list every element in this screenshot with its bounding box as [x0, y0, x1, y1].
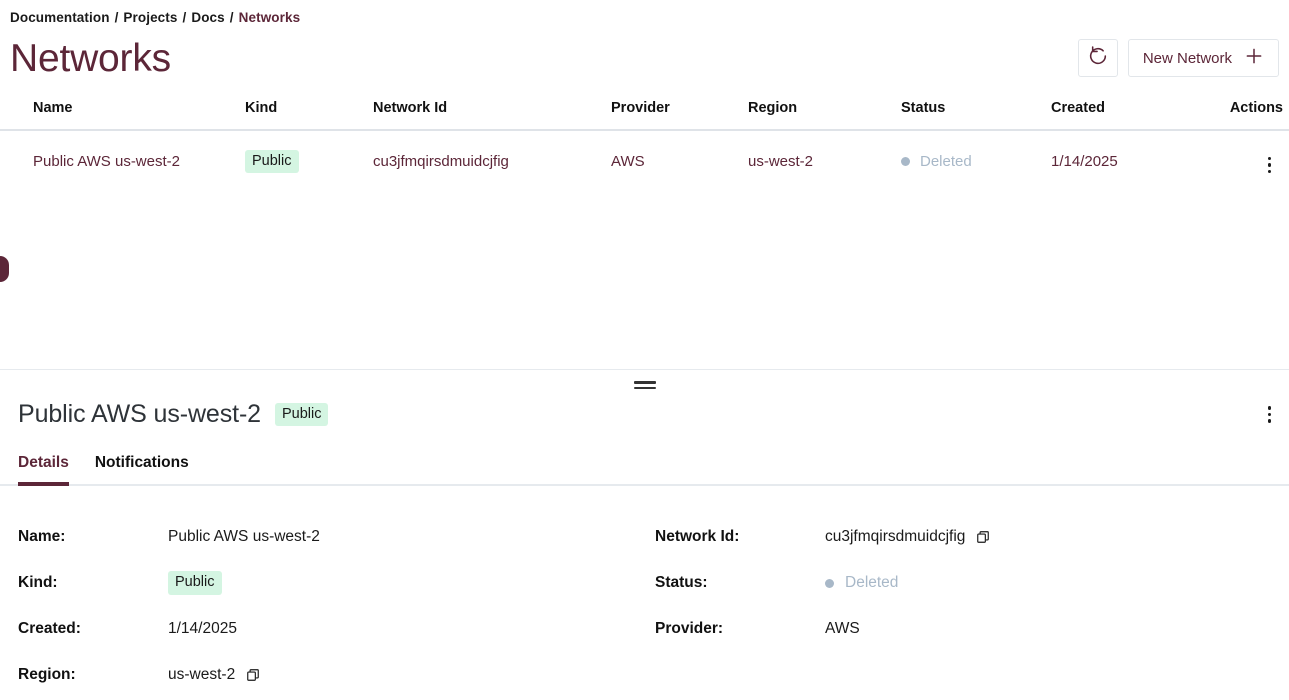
header-actions: New Network: [1077, 39, 1279, 77]
field-value-kind: Public: [168, 571, 222, 595]
panel-divider: [0, 369, 1289, 370]
breadcrumb-separator: /: [229, 9, 234, 25]
page-title: Networks: [10, 36, 171, 80]
new-network-button[interactable]: New Network: [1127, 39, 1279, 77]
detail-title: Public AWS us-west-2: [18, 400, 261, 428]
copy-region-icon[interactable]: [246, 668, 260, 682]
breadcrumb-separator: /: [182, 9, 187, 25]
refresh-icon: [1087, 45, 1109, 72]
field-value-provider: AWS: [825, 620, 860, 637]
region-value-text: us-west-2: [168, 666, 236, 683]
network-id-value-text: cu3jfmqirsdmuidcjfig: [825, 528, 966, 545]
status-dot-icon: [901, 157, 910, 166]
field-value-name: Public AWS us-west-2: [168, 528, 320, 545]
breadcrumb: Documentation / Projects / Docs / Networ…: [0, 0, 1289, 28]
field-label-provider: Provider:: [655, 620, 724, 637]
detail-fields: Name: Public AWS us-west-2 Kind: Public …: [0, 486, 1289, 698]
column-header-status[interactable]: Status: [901, 88, 1051, 131]
field-kind: Kind: Public: [0, 560, 655, 606]
field-status: Status: Deleted: [655, 560, 1289, 606]
copy-network-id-icon[interactable]: [976, 530, 990, 544]
field-label-kind: Kind:: [18, 574, 58, 591]
field-region: Region: us-west-2: [0, 652, 655, 698]
field-label-network-id: Network Id:: [655, 528, 740, 545]
field-value-region: us-west-2: [168, 666, 260, 684]
field-label-status: Status:: [655, 574, 708, 591]
field-name: Name: Public AWS us-west-2: [0, 514, 655, 560]
detail-kind-value-badge: Public: [168, 571, 222, 595]
column-header-name[interactable]: Name: [0, 88, 245, 131]
breadcrumb-item-projects[interactable]: Projects: [123, 9, 178, 25]
column-header-provider[interactable]: Provider: [611, 88, 748, 131]
field-provider: Provider: AWS: [655, 606, 1289, 652]
cell-status: Deleted: [901, 130, 1051, 192]
detail-panel-header: Public AWS us-west-2 Public: [0, 370, 1289, 429]
panel-resize-handle[interactable]: [633, 381, 656, 389]
status-badge: Deleted: [920, 153, 972, 170]
column-header-network-id[interactable]: Network Id: [373, 88, 611, 131]
table-row[interactable]: Public AWS us-west-2 Public cu3jfmqirsdm…: [0, 130, 1289, 192]
networks-table-area: Name Kind Network Id Provider Region Sta…: [0, 88, 1289, 282]
detail-fields-right: Network Id: cu3jfmqirsdmuidcjfig Status:: [655, 514, 1289, 698]
refresh-button[interactable]: [1077, 39, 1118, 77]
field-label-created: Created:: [18, 620, 81, 637]
new-network-label: New Network: [1142, 49, 1232, 67]
field-created: Created: 1/14/2025: [0, 606, 655, 652]
cell-name[interactable]: Public AWS us-west-2: [33, 153, 180, 170]
detail-panel: Public AWS us-west-2 Public Details Noti…: [0, 370, 1289, 700]
breadcrumb-item-networks[interactable]: Networks: [238, 9, 301, 25]
cell-created: 1/14/2025: [1051, 153, 1118, 170]
row-selection-marker: [0, 256, 9, 282]
column-header-kind[interactable]: Kind: [245, 88, 373, 131]
detail-fields-left: Name: Public AWS us-west-2 Kind: Public …: [0, 514, 655, 698]
field-value-status: Deleted: [825, 574, 898, 592]
field-label-name: Name:: [18, 528, 66, 545]
detail-status-text: Deleted: [845, 574, 899, 591]
cell-provider: AWS: [611, 153, 645, 170]
table-header-row: Name Kind Network Id Provider Region Sta…: [0, 88, 1289, 131]
detail-status-dot-icon: [825, 578, 834, 588]
field-network-id: Network Id: cu3jfmqirsdmuidcjfig: [655, 514, 1289, 560]
detail-kind-badge: Public: [274, 402, 329, 427]
cell-kind: Public: [245, 130, 373, 192]
page-header: Networks New Network: [0, 28, 1289, 88]
breadcrumb-item-docs[interactable]: Docs: [191, 9, 225, 25]
detail-kebab-menu-icon[interactable]: [1260, 403, 1280, 426]
column-header-created[interactable]: Created: [1051, 88, 1186, 131]
detail-tabs: Details Notifications: [0, 454, 1289, 486]
column-header-actions: Actions: [1186, 88, 1289, 131]
tab-details[interactable]: Details: [18, 454, 69, 486]
field-label-region: Region:: [18, 666, 76, 683]
breadcrumb-item-documentation[interactable]: Documentation: [10, 9, 110, 25]
plus-icon: [1244, 46, 1264, 70]
cell-actions: [1186, 130, 1289, 192]
field-value-network-id: cu3jfmqirsdmuidcjfig: [825, 528, 990, 546]
field-value-created: 1/14/2025: [168, 620, 237, 637]
networks-table: Name Kind Network Id Provider Region Sta…: [0, 88, 1289, 192]
breadcrumb-separator: /: [114, 9, 119, 25]
tab-notifications[interactable]: Notifications: [94, 454, 189, 471]
cell-network-id: cu3jfmqirsdmuidcjfig: [373, 153, 509, 170]
kind-badge: Public: [245, 149, 299, 174]
column-header-region[interactable]: Region: [748, 88, 901, 131]
kebab-menu-icon[interactable]: [1262, 154, 1278, 177]
cell-region: us-west-2: [748, 153, 814, 170]
